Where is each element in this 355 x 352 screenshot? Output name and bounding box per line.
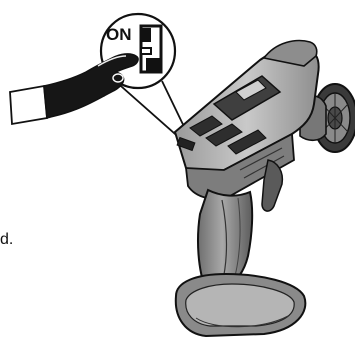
caption-text: d. (0, 231, 13, 249)
hand-pointing-icon (10, 54, 138, 124)
transmitter-icon (175, 41, 355, 336)
switch-on-label: ON (106, 25, 132, 45)
power-switch-icon (141, 26, 161, 72)
